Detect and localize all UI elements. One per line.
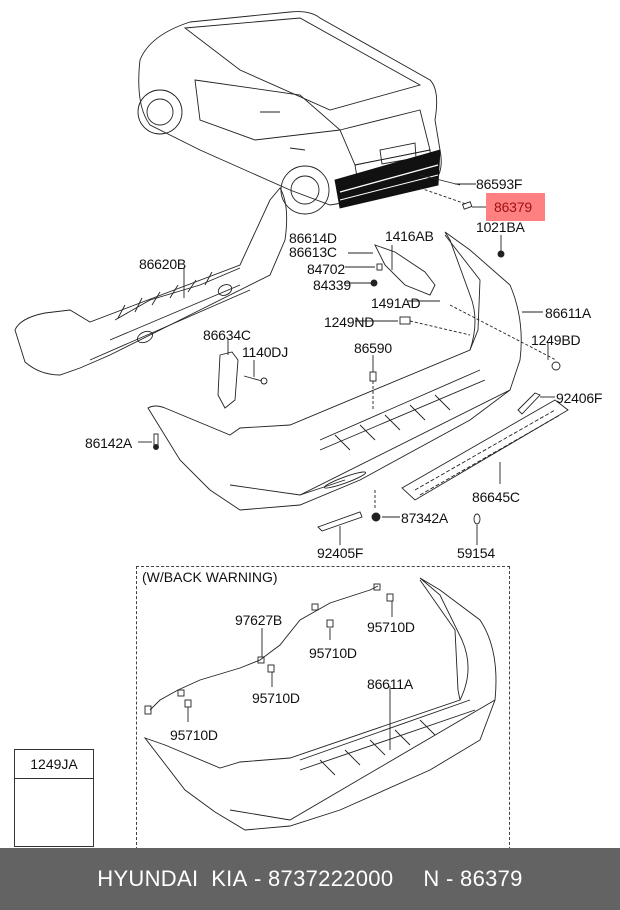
footer-separator: -: [247, 866, 269, 891]
part-label-92406F[interactable]: 92406F: [556, 390, 603, 406]
part-label-87342A[interactable]: 87342A: [401, 510, 449, 526]
back-warning-variant-box: (W/BACK WARNING): [136, 566, 510, 850]
bumper-cover-86611A: [147, 231, 522, 511]
legend-body: [15, 779, 93, 845]
part-label-1249BD[interactable]: 1249BD: [531, 332, 581, 348]
footer-ref-prefix: N: [423, 866, 440, 891]
part-label-86613C[interactable]: 86613C: [289, 244, 337, 260]
part-label-86611A[interactable]: 86611A: [545, 305, 592, 321]
part-label-86590[interactable]: 86590: [354, 340, 392, 356]
legend-box: 1249JA: [14, 749, 94, 847]
part-label-1416AB[interactable]: 1416AB: [385, 228, 434, 244]
footer-ref-number: 86379: [460, 866, 523, 891]
footer-separator: -: [439, 866, 461, 891]
sensor-wiring-harness: [144, 583, 381, 715]
legend-part-label[interactable]: 1249JA: [15, 750, 93, 779]
highlighted-part-box: [486, 193, 545, 221]
grille-86645C: [401, 399, 569, 501]
part-label-86634C[interactable]: 86634C: [203, 327, 251, 343]
part-label-95710D[interactable]: 95710D: [309, 645, 357, 661]
part-label-86611A[interactable]: 86611A: [367, 676, 414, 692]
footer-brand: HYUNDAI KIA: [97, 866, 248, 891]
part-label-84702[interactable]: 84702: [307, 261, 345, 277]
footer-bar: HYUNDAI KIA - 8737222000 N - 86379: [0, 848, 620, 910]
part-label-86379[interactable]: 86379: [494, 199, 532, 215]
part-label-59154[interactable]: 59154: [457, 545, 495, 561]
footer-part-number: 8737222000: [268, 866, 394, 891]
part-label-86614D[interactable]: 86614D: [289, 230, 337, 246]
part-label-1021BA[interactable]: 1021BA: [476, 219, 525, 235]
part-label-86593F[interactable]: 86593F: [476, 176, 523, 192]
part-label-1249ND[interactable]: 1249ND: [324, 314, 375, 330]
part-label-95710D[interactable]: 95710D: [170, 727, 218, 743]
bumper-beam-86620B: [14, 187, 288, 376]
variant-title: (W/BACK WARNING): [142, 569, 278, 585]
part-label-84339[interactable]: 84339: [313, 277, 351, 293]
part-label-1491AD[interactable]: 1491AD: [371, 295, 421, 311]
back-warning-bumper: [143, 577, 497, 831]
part-label-92405F[interactable]: 92405F: [317, 545, 364, 561]
diagram-artwork: [14, 11, 569, 831]
part-label-86142A[interactable]: 86142A: [85, 435, 133, 451]
part-label-95710D[interactable]: 95710D: [252, 690, 300, 706]
part-label-86620B[interactable]: 86620B: [139, 256, 187, 272]
part-label-86645C[interactable]: 86645C: [472, 489, 520, 505]
part-label-95710D[interactable]: 95710D: [367, 619, 415, 635]
part-label-97627B[interactable]: 97627B: [235, 612, 283, 628]
parts-diagram: 86593F 86379 1021BA 86614D 86613C 1416AB…: [14, 11, 603, 850]
part-label-1140DJ[interactable]: 1140DJ: [242, 344, 289, 360]
